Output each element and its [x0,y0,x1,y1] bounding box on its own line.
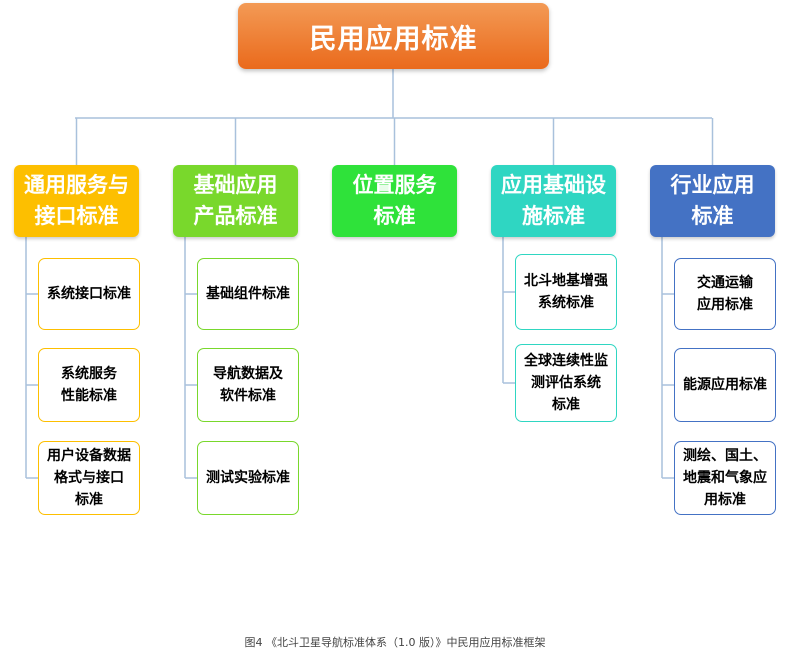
leaf-node-1-2: 测试实验标准 [197,441,299,515]
leaf-node-0-2: 用户设备数据 格式与接口 标准 [38,441,140,515]
category-node-0: 通用服务与 接口标准 [14,165,139,237]
category-node-3: 应用基础设 施标准 [491,165,616,237]
leaf-node-4-2: 测绘、国土、 地震和气象应 用标准 [674,441,776,515]
leaf-node-3-0: 北斗地基增强 系统标准 [515,254,617,330]
category-node-4: 行业应用 标准 [650,165,775,237]
leaf-node-0-0: 系统接口标准 [38,258,140,330]
leaf-node-4-1: 能源应用标准 [674,348,776,422]
category-node-1: 基础应用 产品标准 [173,165,298,237]
leaf-node-0-1: 系统服务 性能标准 [38,348,140,422]
leaf-node-3-1: 全球连续性监 测评估系统 标准 [515,344,617,422]
category-node-2: 位置服务 标准 [332,165,457,237]
leaf-node-1-0: 基础组件标准 [197,258,299,330]
root-node: 民用应用标准 [238,3,549,69]
figure-caption: 图4 《北斗卫星导航标准体系（1.0 版）》中民用应用标准框架 [244,636,546,649]
leaf-node-4-0: 交通运输 应用标准 [674,258,776,330]
leaf-node-1-1: 导航数据及 软件标准 [197,348,299,422]
